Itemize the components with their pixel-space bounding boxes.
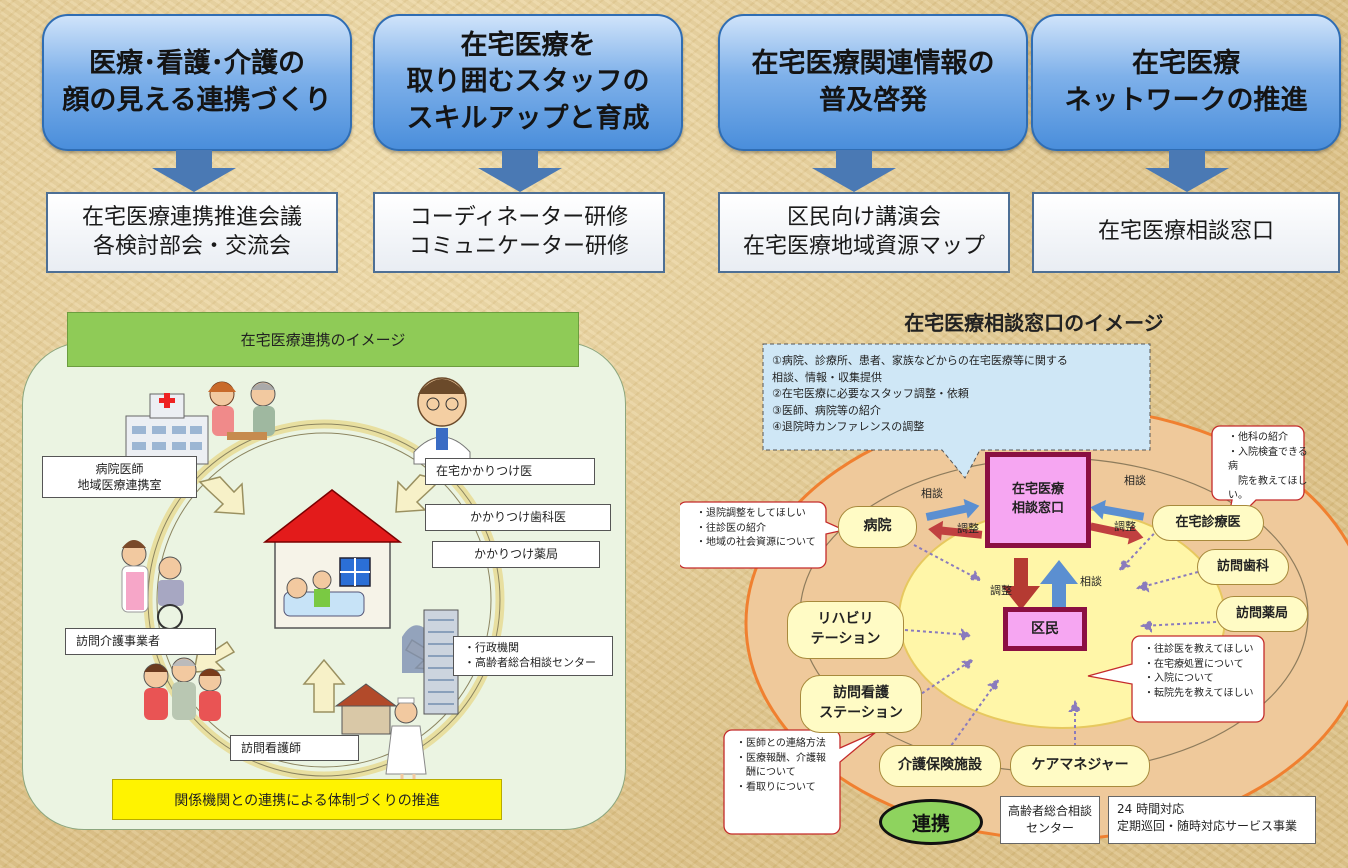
- node-rehabilitation: リハビリ テーション: [787, 601, 904, 659]
- down-arrow-icon: [152, 150, 236, 192]
- senior-center-box: 高齢者総合相談 センター: [1000, 796, 1100, 844]
- down-arrow-icon: [1145, 150, 1229, 192]
- goal-box-skillup: 在宅医療を 取り囲むスタッフの スキルアップと育成: [373, 14, 683, 151]
- house-icon: [262, 489, 403, 629]
- label-pharmacy: かかりつけ薬局: [432, 541, 600, 568]
- arrow-icon: [925, 498, 980, 521]
- collaboration-diagram: [121, 377, 505, 790]
- arrow-icon: [928, 520, 983, 541]
- up-arrow-icon: [1040, 560, 1078, 610]
- bubble-hospital-text: ・退院調整をしてほしい ・往診医の紹介 ・地域の社会資源について: [696, 508, 816, 548]
- government-building-icon: [402, 609, 459, 715]
- action-box-training: コーディネーター研修 コミュニケーター研修: [373, 192, 665, 273]
- label-adjust: 調整: [957, 522, 979, 535]
- hospital-building-icon: [125, 393, 209, 465]
- family-people-icon: [208, 381, 276, 440]
- 24h-service-box: 24 時間対応 定期巡回・随時対応サービス事業: [1108, 796, 1316, 844]
- goal-box-network: 在宅医療 ネットワークの推進: [1031, 14, 1341, 151]
- bubble-resident-text: ・往診医を教えてほしい ・在宅療処置について ・入院について ・転院先を教えてほ…: [1144, 644, 1254, 699]
- collaboration-banner: 関係機関との連携による体制づくりの推進: [112, 779, 502, 820]
- consultation-services-text: ①病院、診療所、患者、家族などからの在宅医療等に関する 相談、情報・収集提供 ②…: [772, 354, 1068, 433]
- arrow-icon: [302, 658, 346, 713]
- goal-box-collaboration: 医療･看護･介護の 顔の見える連携づくり: [42, 14, 352, 151]
- down-arrow-icon: [812, 150, 896, 192]
- label-home-gp: 在宅かかりつけ医: [425, 458, 595, 485]
- bubble-clinic-text: ・他科の紹介 ・入院検査できる病 院を教えてほしい。: [1228, 432, 1308, 501]
- arrow-icon: [1089, 522, 1144, 545]
- node-visit-pharmacy: 訪問薬局: [1216, 596, 1308, 632]
- label-consult: 相談: [921, 487, 943, 500]
- node-home-clinic: 在宅診療医: [1152, 505, 1264, 541]
- node-care-facility: 介護保険施設: [879, 745, 1001, 787]
- action-box-meetings: 在宅医療連携推進会議 各検討部会・交流会: [46, 192, 338, 273]
- label-adjust: 調整: [990, 584, 1012, 597]
- node-visiting-nursing: 訪問看護 ステーション: [800, 675, 922, 733]
- label-consult: 相談: [1080, 575, 1102, 588]
- down-arrow-icon: [1002, 558, 1040, 610]
- node-care-manager: ケアマネジャー: [1010, 745, 1150, 787]
- label-consult: 相談: [1124, 474, 1146, 487]
- label-adjust: 調整: [1114, 520, 1136, 533]
- consultation-image-title: 在宅医療相談窓口のイメージ: [904, 311, 1164, 335]
- consultation-window-node: 在宅医療 相談窓口: [985, 452, 1091, 548]
- action-box-lectures: 区民向け講演会 在宅医療地域資源マップ: [718, 192, 1010, 273]
- doctor-icon: [413, 377, 471, 465]
- down-arrow-icon: [478, 150, 562, 192]
- arrow-icon: [198, 476, 245, 515]
- goal-box-awareness: 在宅医療関連情報の 普及啓発: [718, 14, 1028, 151]
- label-administration: ・行政機関 ・高齢者総合相談センター: [453, 636, 613, 676]
- bubble-hospital: [680, 501, 847, 569]
- bubble-nursing: [723, 729, 877, 835]
- node-hospital: 病院: [838, 506, 917, 548]
- action-box-consultation: 在宅医療相談窓口: [1032, 192, 1340, 273]
- label-hospital-doctor: 病院医師 地域医療連携室: [42, 456, 197, 498]
- arrow-icon: [1090, 499, 1145, 521]
- label-care-provider: 訪問介護事業者: [65, 628, 216, 655]
- info-speech-box: [762, 343, 1151, 479]
- caregiver-icon: [121, 540, 184, 630]
- label-visiting-nurse: 訪問看護師: [230, 735, 359, 761]
- node-visit-dental: 訪問歯科: [1197, 549, 1289, 585]
- label-dentist: かかりつけ歯科医: [425, 504, 611, 531]
- care-helpers-icon: [143, 657, 222, 721]
- collaboration-image-title: 在宅医療連携のイメージ: [67, 312, 579, 367]
- bubble-nursing-text: ・医師との連絡方法 ・医療報酬、介護報 酬について ・看取りについて: [736, 738, 826, 793]
- residents-node: 区民: [1003, 607, 1087, 651]
- collaboration-badge: 連携: [879, 799, 983, 845]
- bubble-resident: [1087, 635, 1265, 723]
